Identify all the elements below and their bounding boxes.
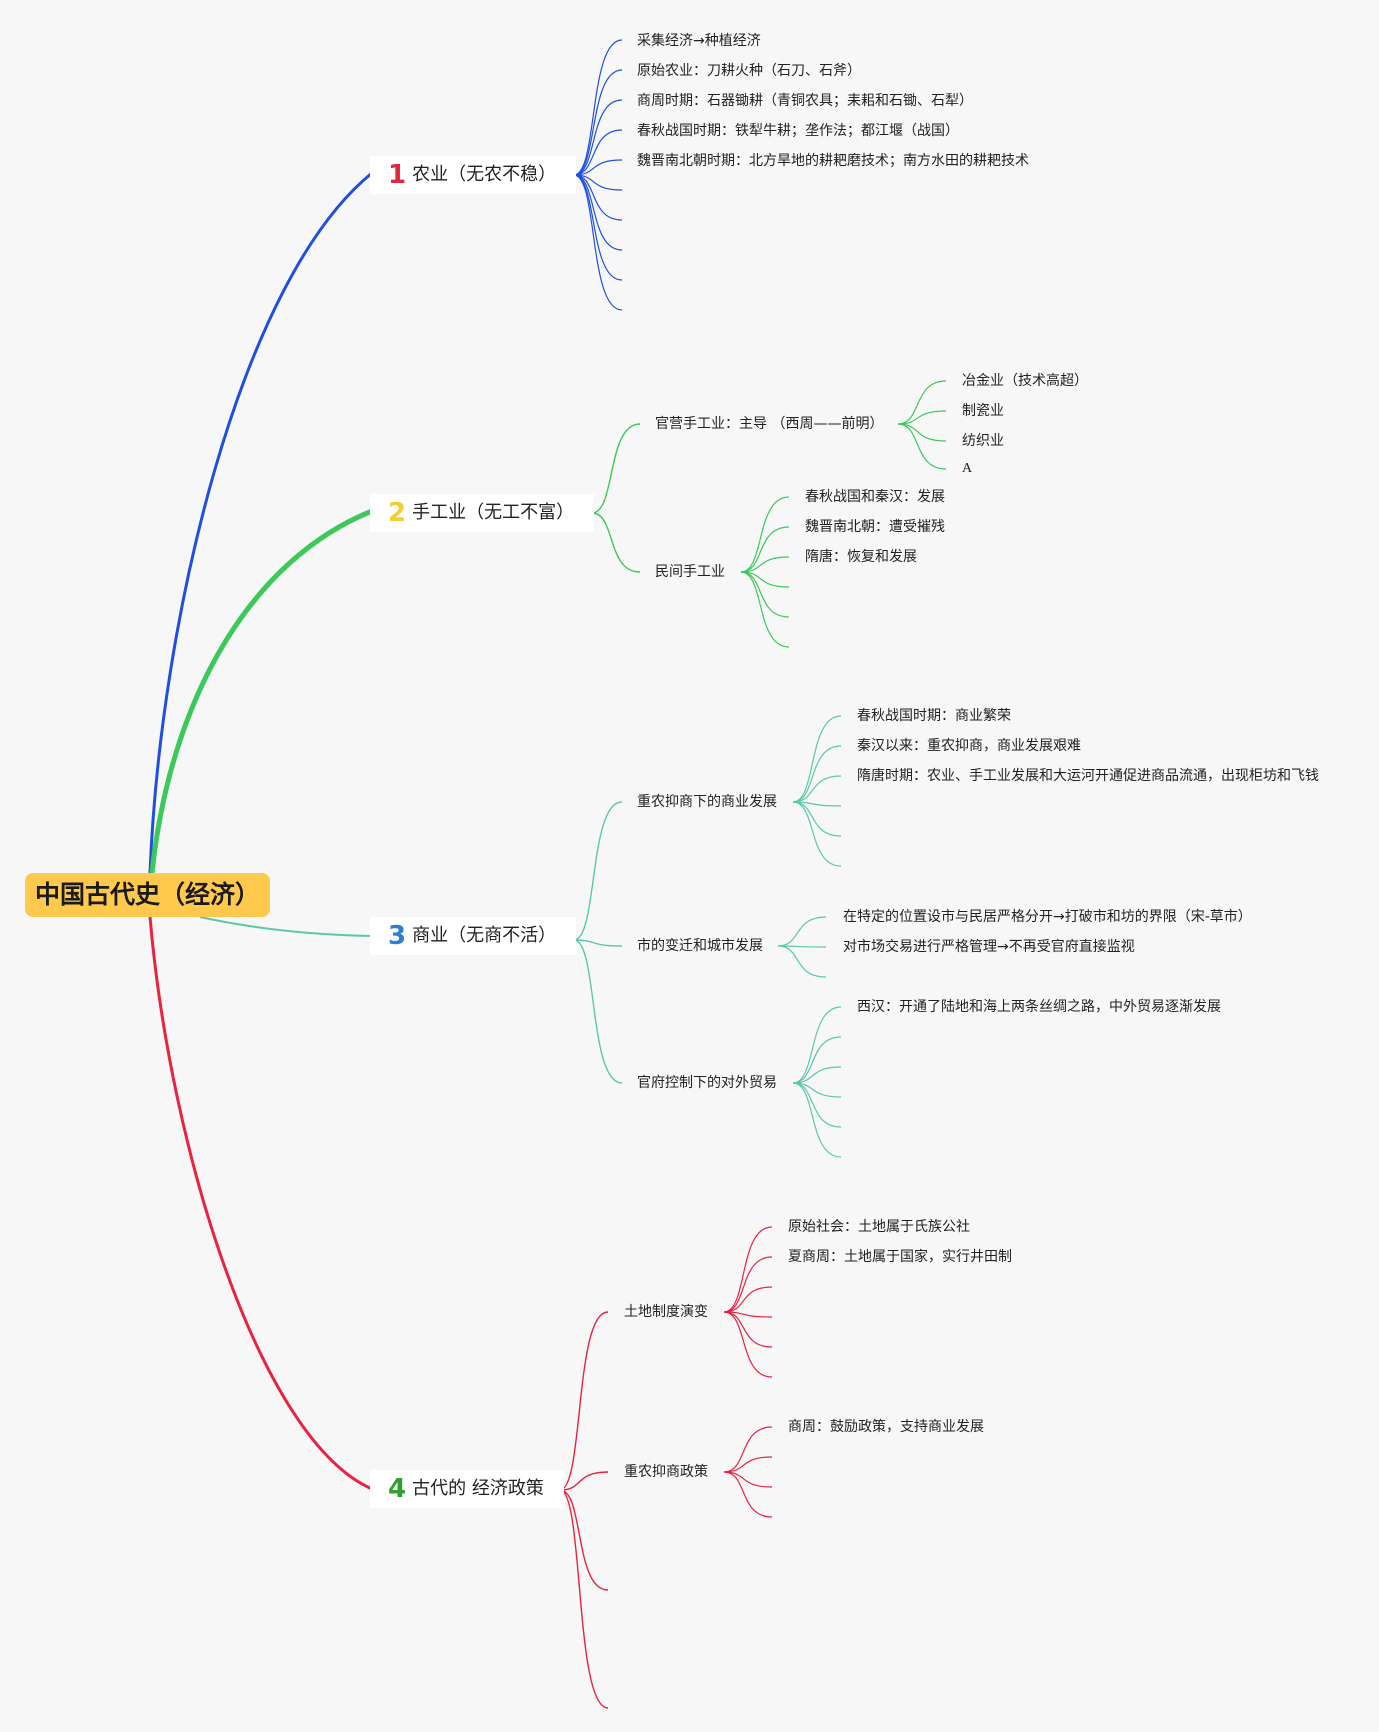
- leaf-policy-1[interactable]: 商周：鼓励政策，支持商业发展: [788, 1419, 984, 1435]
- branch-label: 商业（无商不活）: [412, 925, 557, 946]
- leaf-agri-1[interactable]: 采集经济→种植经济: [637, 33, 761, 49]
- connector: [792, 1036, 842, 1084]
- leaf-agri-3[interactable]: 商周时期：石器锄耕（青铜农具；耒耜和石锄、石犁）: [637, 93, 973, 109]
- connector: [792, 1066, 842, 1084]
- connector: [792, 1082, 842, 1128]
- leaf-commerce-2[interactable]: 秦汉以来：重农抑商，商业发展艰难: [857, 738, 1081, 754]
- connector: [591, 423, 641, 514]
- connector: [723, 1311, 773, 1318]
- leaf-official-2[interactable]: 制瓷业: [962, 403, 1004, 419]
- branch-label: 古代的 经济政策: [412, 1478, 544, 1499]
- connector: [777, 945, 827, 948]
- node-commerce-development[interactable]: 重农抑商下的商业发展: [637, 794, 777, 810]
- node-official-handicraft[interactable]: 官营手工业：主导 （西周——前明）: [655, 416, 884, 432]
- connector: [573, 939, 623, 1084]
- leaf-market-2[interactable]: 对市场交易进行严格管理→不再受官府直接监视: [843, 939, 1135, 955]
- connector: [897, 423, 947, 470]
- number-1-icon: 1: [388, 160, 407, 190]
- connector: [573, 174, 623, 311]
- number-2-icon: 2: [388, 498, 407, 528]
- leaf-private-2[interactable]: 魏晋南北朝：遭受摧残: [805, 519, 945, 535]
- connector: [723, 1311, 773, 1378]
- number-4-icon: 4: [388, 1474, 407, 1504]
- connector: [740, 556, 790, 573]
- connector: [777, 916, 827, 947]
- leaf-trade-1[interactable]: 西汉：开通了陆地和海上两条丝绸之路，中外贸易逐渐发展: [857, 999, 1221, 1015]
- leaf-land-2[interactable]: 夏商周：土地属于国家，实行井田制: [788, 1249, 1012, 1265]
- node-private-handicraft[interactable]: 民间手工业: [655, 564, 725, 580]
- connector: [723, 1456, 773, 1473]
- connector: [573, 174, 623, 221]
- leaf-official-1[interactable]: 冶金业（技术高超）: [962, 373, 1088, 389]
- connector: [559, 1471, 609, 1491]
- connector: [723, 1426, 773, 1473]
- branch-label: 手工业（无工不富）: [412, 502, 575, 523]
- connector: [723, 1471, 773, 1518]
- connector: [559, 1311, 609, 1491]
- connector: [573, 801, 623, 941]
- number-3-icon: 3: [388, 921, 407, 951]
- leaf-private-1[interactable]: 春秋战国和秦汉：发展: [805, 489, 945, 505]
- root-topic[interactable]: 中国古代史（经济）: [25, 873, 270, 917]
- connector: [792, 801, 842, 837]
- connector: [897, 380, 947, 425]
- leaf-commerce-3[interactable]: 隋唐时期：农业、手工业发展和大运河开通促进商品流通，出现柜坊和飞钱: [857, 768, 1319, 784]
- connector: [740, 496, 790, 573]
- leaf-agri-2[interactable]: 原始农业：刀耕火种（石刀、石斧）: [637, 63, 861, 79]
- connector: [792, 745, 842, 803]
- connector: [792, 775, 842, 803]
- leaf-private-3[interactable]: 隋唐：恢复和发展: [805, 549, 917, 565]
- connector: [792, 715, 842, 803]
- connector: [573, 39, 623, 176]
- connector: [723, 1226, 773, 1313]
- connector: [723, 1256, 773, 1313]
- leaf-agri-4[interactable]: 春秋战国时期：铁犁牛耕；垄作法；都江堰（战国）: [637, 123, 959, 139]
- leaf-market-1[interactable]: 在特定的位置设市与民居严格分开→打破市和坊的界限（宋-草市）: [843, 909, 1252, 925]
- connector: [559, 1489, 609, 1591]
- connector: [792, 801, 842, 867]
- connector: [792, 1006, 842, 1084]
- connector: [740, 526, 790, 573]
- connector: [573, 174, 623, 251]
- leaf-agri-5[interactable]: 魏晋南北朝时期：北方旱地的耕耙磨技术；南方水田的耕耙技术: [637, 153, 1029, 169]
- connector: [559, 1489, 609, 1709]
- node-land-system[interactable]: 土地制度演变: [624, 1304, 708, 1320]
- connector: [591, 512, 641, 573]
- connector: [897, 423, 947, 442]
- connector: [573, 129, 623, 176]
- connector: [573, 939, 623, 947]
- node-foreign-trade[interactable]: 官府控制下的对外贸易: [637, 1075, 777, 1091]
- leaf-commerce-1[interactable]: 春秋战国时期：商业繁荣: [857, 708, 1011, 724]
- connector: [740, 571, 790, 618]
- connector: [723, 1286, 773, 1313]
- connector: [573, 159, 623, 176]
- connector: [777, 945, 827, 978]
- leaf-land-1[interactable]: 原始社会：土地属于氏族公社: [788, 1219, 970, 1235]
- connector: [792, 801, 842, 807]
- node-agri-policy[interactable]: 重农抑商政策: [624, 1464, 708, 1480]
- connector: [723, 1311, 773, 1348]
- connector: [573, 69, 623, 176]
- branch-label: 农业（无农不稳）: [412, 164, 557, 185]
- connector: [740, 571, 790, 648]
- connector: [573, 99, 623, 176]
- leaf-official-4[interactable]: A: [962, 461, 973, 476]
- node-market-city[interactable]: 市的变迁和城市发展: [637, 938, 763, 954]
- connector: [897, 410, 947, 425]
- connector: [792, 1082, 842, 1158]
- leaf-official-3[interactable]: 纺织业: [962, 433, 1004, 449]
